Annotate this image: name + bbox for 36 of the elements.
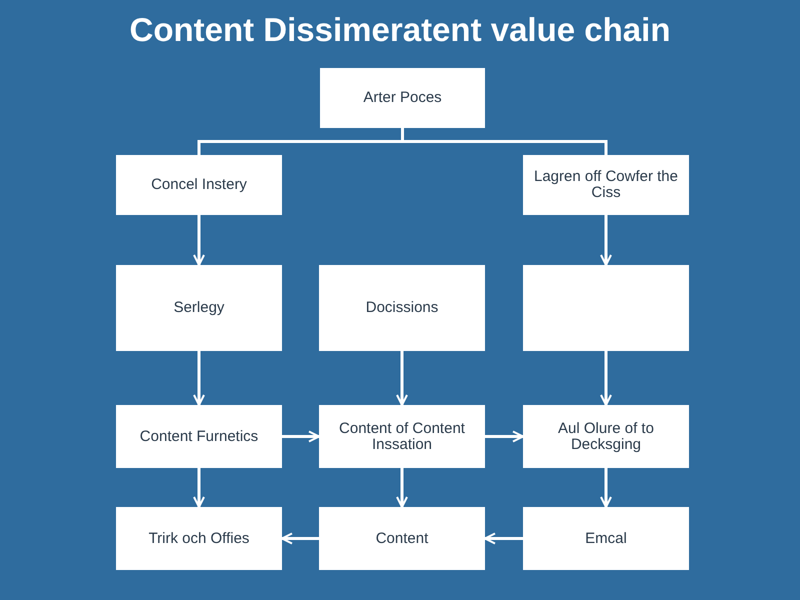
arrow <box>485 430 524 442</box>
process-box <box>523 507 689 570</box>
box-label: Lagren off Cowfer the Ciss <box>533 169 679 201</box>
process-box <box>523 405 689 468</box>
process-box <box>319 265 485 351</box>
box-label: Concel Instery <box>151 177 247 193</box>
arrow <box>600 351 612 406</box>
process-box <box>523 155 689 215</box>
box-label: Content Furnetics <box>140 428 258 444</box>
arrow <box>600 468 612 508</box>
box-label: Arter Poces <box>363 90 442 106</box>
arrow <box>484 532 523 544</box>
arrow <box>396 468 408 508</box>
arrow <box>600 215 612 266</box>
process-box <box>319 405 485 468</box>
process-box <box>116 265 282 351</box>
arrow <box>193 351 205 406</box>
process-box <box>116 405 282 468</box>
box-label: Serlegy <box>174 300 224 316</box>
box-label: Docissions <box>366 300 438 316</box>
box-label: Aul Olure of to Decksging <box>557 420 655 452</box>
process-box <box>319 507 485 570</box>
box-label: Emcal <box>585 530 627 546</box>
process-box <box>116 155 282 215</box>
process-box <box>523 265 689 351</box>
arrow <box>396 351 408 406</box>
box-label: Content <box>376 530 428 546</box>
box-label: Trirk och Offies <box>148 530 250 546</box>
arrow <box>193 468 205 508</box>
arrow <box>282 430 320 442</box>
process-box <box>116 507 282 570</box>
diagram-title: Content Dissimeratent value chain <box>128 10 672 50</box>
box-label: Content of Content Inssation <box>338 420 466 452</box>
process-box <box>320 68 485 128</box>
arrow <box>281 532 319 544</box>
arrow <box>193 215 205 266</box>
